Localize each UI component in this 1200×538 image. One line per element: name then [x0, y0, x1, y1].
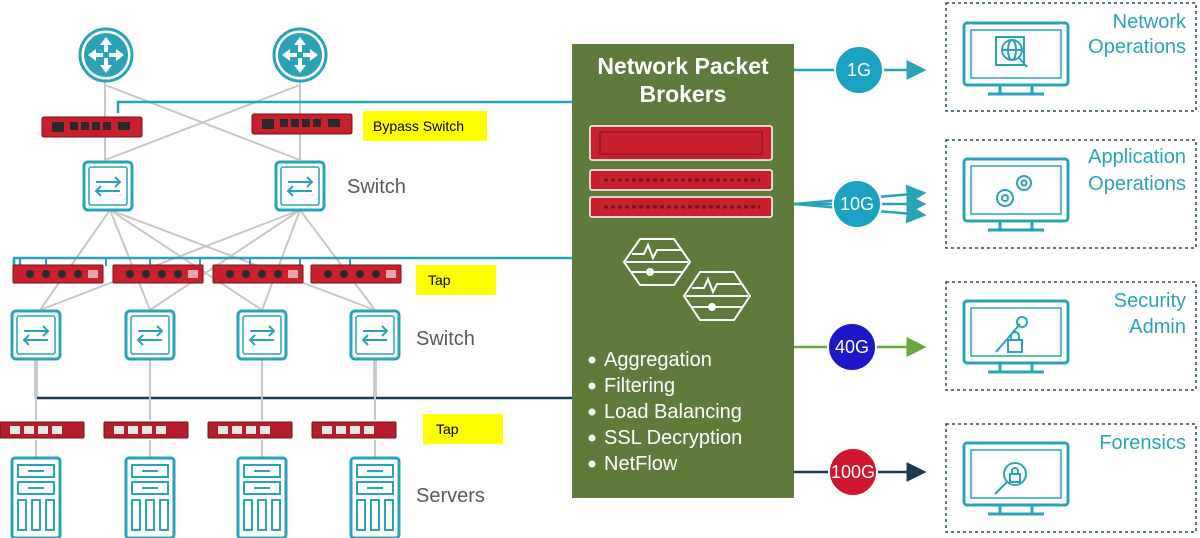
- speed-badge: [832, 179, 882, 229]
- wrench-lock-icon: [995, 316, 1028, 353]
- tap-label-bottom: Tap: [436, 421, 459, 437]
- feature-bullet-icon: [588, 382, 596, 390]
- tap-small-device-1: [0, 421, 85, 439]
- tap-label-top: Tap: [428, 272, 451, 288]
- server-icon-1: [10, 456, 62, 538]
- speed-badge: [834, 45, 884, 95]
- npb-rack-units: [589, 125, 773, 218]
- monitor-icon-app-ops: [962, 157, 1070, 232]
- npb-feature-item: SSL Decryption: [604, 427, 742, 449]
- tap-small-device-4: [311, 421, 397, 439]
- switch-icon-bottom-4: [349, 309, 401, 361]
- speed-badges: 1G 10G 40G 100G: [827, 45, 884, 497]
- tap-device-4: [310, 264, 402, 284]
- switch-icon-top-right: [274, 160, 326, 212]
- npb-feature-item: Load Balancing: [604, 401, 742, 423]
- tap-device-2: [112, 264, 204, 284]
- tap-small-device-3: [207, 421, 293, 439]
- server-links: [34, 360, 572, 400]
- speed-badge-label: 1G: [847, 60, 871, 80]
- output-links: [793, 60, 927, 482]
- servers-label: Servers: [416, 485, 485, 507]
- bypass-switch-callout: [363, 111, 487, 141]
- switch-icon-bottom-1: [10, 309, 62, 361]
- router-icon-left: [78, 27, 134, 83]
- npb-feature-item: Filtering: [604, 375, 675, 397]
- server-icon-2: [124, 456, 176, 538]
- switch-icon-top-left: [82, 160, 134, 212]
- dest-network-line2: Operations: [1088, 36, 1186, 58]
- tap-device-1: [12, 264, 104, 284]
- switch-label-top: Switch: [347, 176, 406, 198]
- dest-security-line1: Security: [1114, 290, 1186, 312]
- tap-device-3: [212, 264, 304, 284]
- dest-network-line1: Network: [1113, 11, 1187, 33]
- speed-badge: [827, 322, 877, 372]
- magnifier-lock-icon: [994, 462, 1027, 495]
- npb-title-line2: Brokers: [640, 81, 727, 107]
- npb-title-line1: Network Packet: [597, 53, 769, 79]
- switch-icon-bottom-3: [236, 309, 288, 361]
- tap-small-device-2: [103, 421, 189, 439]
- bypass-switch-device-left: [41, 116, 143, 138]
- feature-bullet-icon: [588, 460, 596, 468]
- npb-feature-item: Aggregation: [604, 349, 712, 371]
- router-icon-right: [272, 27, 328, 83]
- feature-bullet-icon: [588, 408, 596, 416]
- speed-badge: [828, 447, 878, 497]
- tap-callout-top: [416, 265, 496, 295]
- switch-label-bottom: Switch: [416, 328, 475, 350]
- switch-icon-bottom-2: [124, 309, 176, 361]
- globe-search-icon: [995, 36, 1028, 68]
- bypass-switch-device-right: [251, 113, 353, 135]
- npb-feature-item: NetFlow: [604, 453, 678, 475]
- dest-app-line2: Operations: [1088, 173, 1186, 195]
- bypass-switch-label: Bypass Switch: [373, 118, 464, 134]
- feature-bullet-icon: [588, 356, 596, 364]
- dest-app-line1: Application: [1088, 146, 1186, 168]
- feature-bullet-icon: [588, 434, 596, 442]
- npb-analytics-icon: [622, 238, 752, 321]
- server-icon-4: [349, 456, 401, 538]
- tap-callout-bottom: [423, 414, 503, 444]
- dest-forensics-line1: Forensics: [1099, 432, 1186, 454]
- monitor-icon-forensics: [962, 441, 1070, 516]
- destination-boxes: [945, 2, 1197, 533]
- server-icon-3: [236, 456, 288, 538]
- speed-badge-label: 40G: [835, 337, 869, 357]
- dest-security-line2: Admin: [1129, 316, 1186, 338]
- mesh-links: [39, 70, 376, 311]
- monitor-icon-security: [962, 299, 1070, 374]
- speed-badge-label: 100G: [831, 462, 875, 482]
- speed-badge-label: 10G: [840, 194, 874, 214]
- server-riser-lines: [35, 360, 376, 460]
- gears-icon: [996, 175, 1032, 207]
